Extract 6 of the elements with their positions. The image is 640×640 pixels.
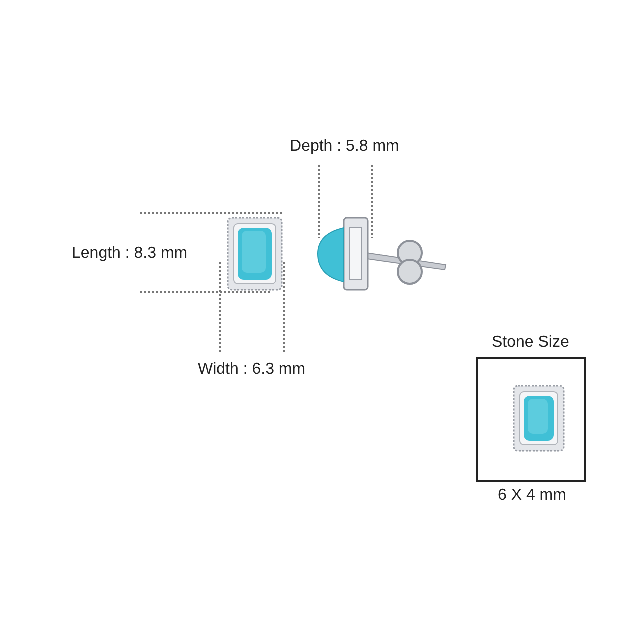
stone-size-label: 6 X 4 mm xyxy=(498,487,566,505)
dimension-label: Width : 6.3 mm xyxy=(198,361,306,379)
stone-frame xyxy=(476,357,586,482)
stone-size-heading: Stone Size xyxy=(492,334,570,352)
dimension-label: Depth : 5.8 mm xyxy=(290,138,400,156)
dimension-label: Length : 8.3 mm xyxy=(72,245,188,263)
